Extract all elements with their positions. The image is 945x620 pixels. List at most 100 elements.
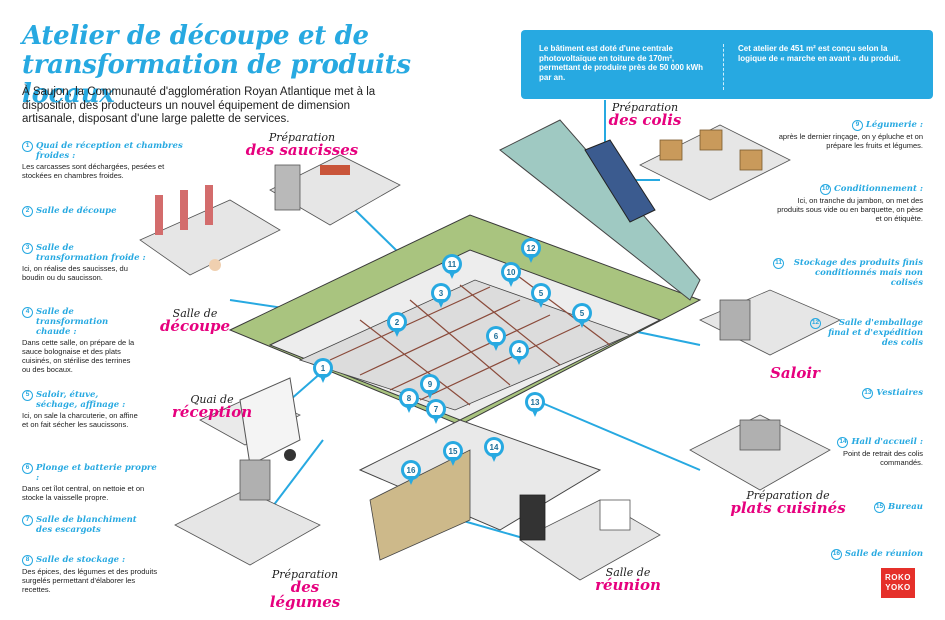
- map-pin-9[interactable]: 9: [420, 374, 440, 400]
- map-pin-5b[interactable]: 5: [572, 303, 592, 329]
- rokoyoko-logo: ROKO YOKO: [881, 568, 915, 598]
- map-pin-15[interactable]: 15: [443, 441, 463, 467]
- legend-label: Hall d'accueil :: [851, 437, 923, 447]
- legend-label: Saloir, étuve, séchage, affinage :: [36, 390, 126, 410]
- pin-number: 13: [528, 395, 542, 409]
- map-pin-10[interactable]: 10: [501, 262, 521, 288]
- intro-text: À Saujon, la Communauté d'agglomération …: [22, 86, 376, 125]
- legend-label: Salle de stockage :: [36, 555, 126, 565]
- front-wall: [369, 449, 471, 561]
- map-pin-2[interactable]: 2: [387, 312, 407, 338]
- title-line-2: transformation de produits locaux: [22, 50, 411, 109]
- connector-legumes: [269, 439, 324, 511]
- info-surface: Cet atelier de 451 m² est conçu selon la…: [738, 44, 901, 63]
- pin-number: 6: [489, 329, 503, 343]
- scene-label-decoupe: Salle de découpe: [159, 307, 231, 335]
- legend-label: Stockage des produits finis conditionnés…: [793, 258, 923, 288]
- solar-panels: [584, 139, 656, 223]
- legend-label: Conditionnement :: [834, 184, 923, 194]
- legend-label: Quai de réception et chambres froides :: [36, 141, 183, 161]
- scene-reception: [199, 377, 301, 476]
- map-pin-11[interactable]: 11: [442, 254, 462, 280]
- legend-number: 5: [22, 390, 33, 401]
- legend-label: Salle de découpe: [36, 206, 117, 216]
- legend-label: Salle de transformation chaude :: [36, 307, 109, 337]
- map-pin-1[interactable]: 1: [313, 358, 333, 384]
- scene-colis: [639, 124, 791, 201]
- legend-desc: Ici, on réalise des saucisses, du boudin…: [22, 264, 128, 282]
- scene-label-colis: Préparation des colis: [608, 101, 682, 129]
- legend-number: 11: [773, 258, 784, 269]
- map-pin-14[interactable]: 14: [484, 437, 504, 463]
- legend-desc: Les carcasses sont déchargées, pesées et…: [22, 162, 165, 180]
- legend-desc: Des épices, des légumes et des produits …: [22, 567, 158, 594]
- map-pin-16[interactable]: 16: [401, 460, 421, 486]
- walls: [329, 269, 611, 406]
- pin-number: 9: [423, 377, 437, 391]
- scene-label-legumes: Préparation des légumes: [269, 568, 341, 611]
- legend-number: 4: [22, 307, 33, 318]
- page-title: Atelier de découpe et de transformation …: [22, 22, 492, 109]
- scene-legumes: [174, 459, 321, 566]
- legend-number: 6: [22, 463, 33, 474]
- pin-number: 11: [445, 257, 459, 271]
- scene-saucisses: [269, 154, 401, 226]
- scene-label-saloir: Saloir: [770, 364, 820, 382]
- scene-decoupe: [139, 185, 281, 276]
- pin-number: 5: [534, 286, 548, 300]
- map-pin-7[interactable]: 7: [426, 399, 446, 425]
- pin-number: 12: [524, 241, 538, 255]
- pin-number: 16: [404, 463, 418, 477]
- legend-number: 16: [830, 549, 842, 560]
- pin-number: 4: [512, 343, 526, 357]
- legend-item-11: 11 Stockage des produits finis conditionn…: [773, 258, 923, 288]
- map-pin-3[interactable]: 3: [431, 283, 451, 309]
- info-divider: [723, 44, 724, 90]
- pin-number: 8: [402, 391, 416, 405]
- map-pin-6[interactable]: 6: [486, 326, 506, 352]
- legend-number: 2: [22, 206, 33, 217]
- legend-desc: après le dernier rinçage, on y épluche e…: [778, 132, 923, 150]
- scene-label-plats: Préparation de plats cuisinés: [730, 489, 846, 517]
- map-pin-8[interactable]: 8: [399, 388, 419, 414]
- pin-number: 1: [316, 361, 330, 375]
- connector-reunion: [459, 519, 531, 541]
- pin-number: 10: [504, 265, 518, 279]
- map-pin-4[interactable]: 4: [509, 340, 529, 366]
- map-pin-12[interactable]: 12: [521, 238, 541, 264]
- legend-label: Salle de blanchiment des escargots: [36, 515, 137, 535]
- legend-label: Bureau: [888, 502, 923, 512]
- pin-number: 15: [446, 444, 460, 458]
- scene-label-reception: Quai de réception: [172, 393, 253, 421]
- legend-label: Plonge et batterie propre :: [36, 463, 157, 483]
- legend-desc: Ici, on sale la charcuterie, on affine e…: [22, 411, 138, 429]
- legend-label: Vestiaires: [876, 388, 923, 398]
- map-pin-13[interactable]: 13: [525, 392, 545, 418]
- pin-number: 5: [575, 306, 589, 320]
- map-pin-5[interactable]: 5: [531, 283, 551, 309]
- scene-label-reunion: Salle de réunion: [595, 566, 661, 594]
- legend-number: 8: [22, 555, 33, 566]
- info-box: Le bâtiment est doté d'une centrale phot…: [521, 30, 933, 99]
- scene-plats: [689, 414, 831, 491]
- building: [228, 119, 702, 561]
- legend-desc: Ici, on tranche du jambon, on met des pr…: [777, 196, 923, 223]
- legend-label: Salle d'emballage final et d'expédition …: [828, 318, 923, 348]
- legend-number: 15: [874, 502, 886, 513]
- connector-reception: [289, 371, 323, 401]
- pin-number: 2: [390, 315, 404, 329]
- title-line-1: Atelier de découpe et de: [22, 21, 369, 51]
- scene-label-saucisses: Préparation des saucisses: [245, 131, 359, 159]
